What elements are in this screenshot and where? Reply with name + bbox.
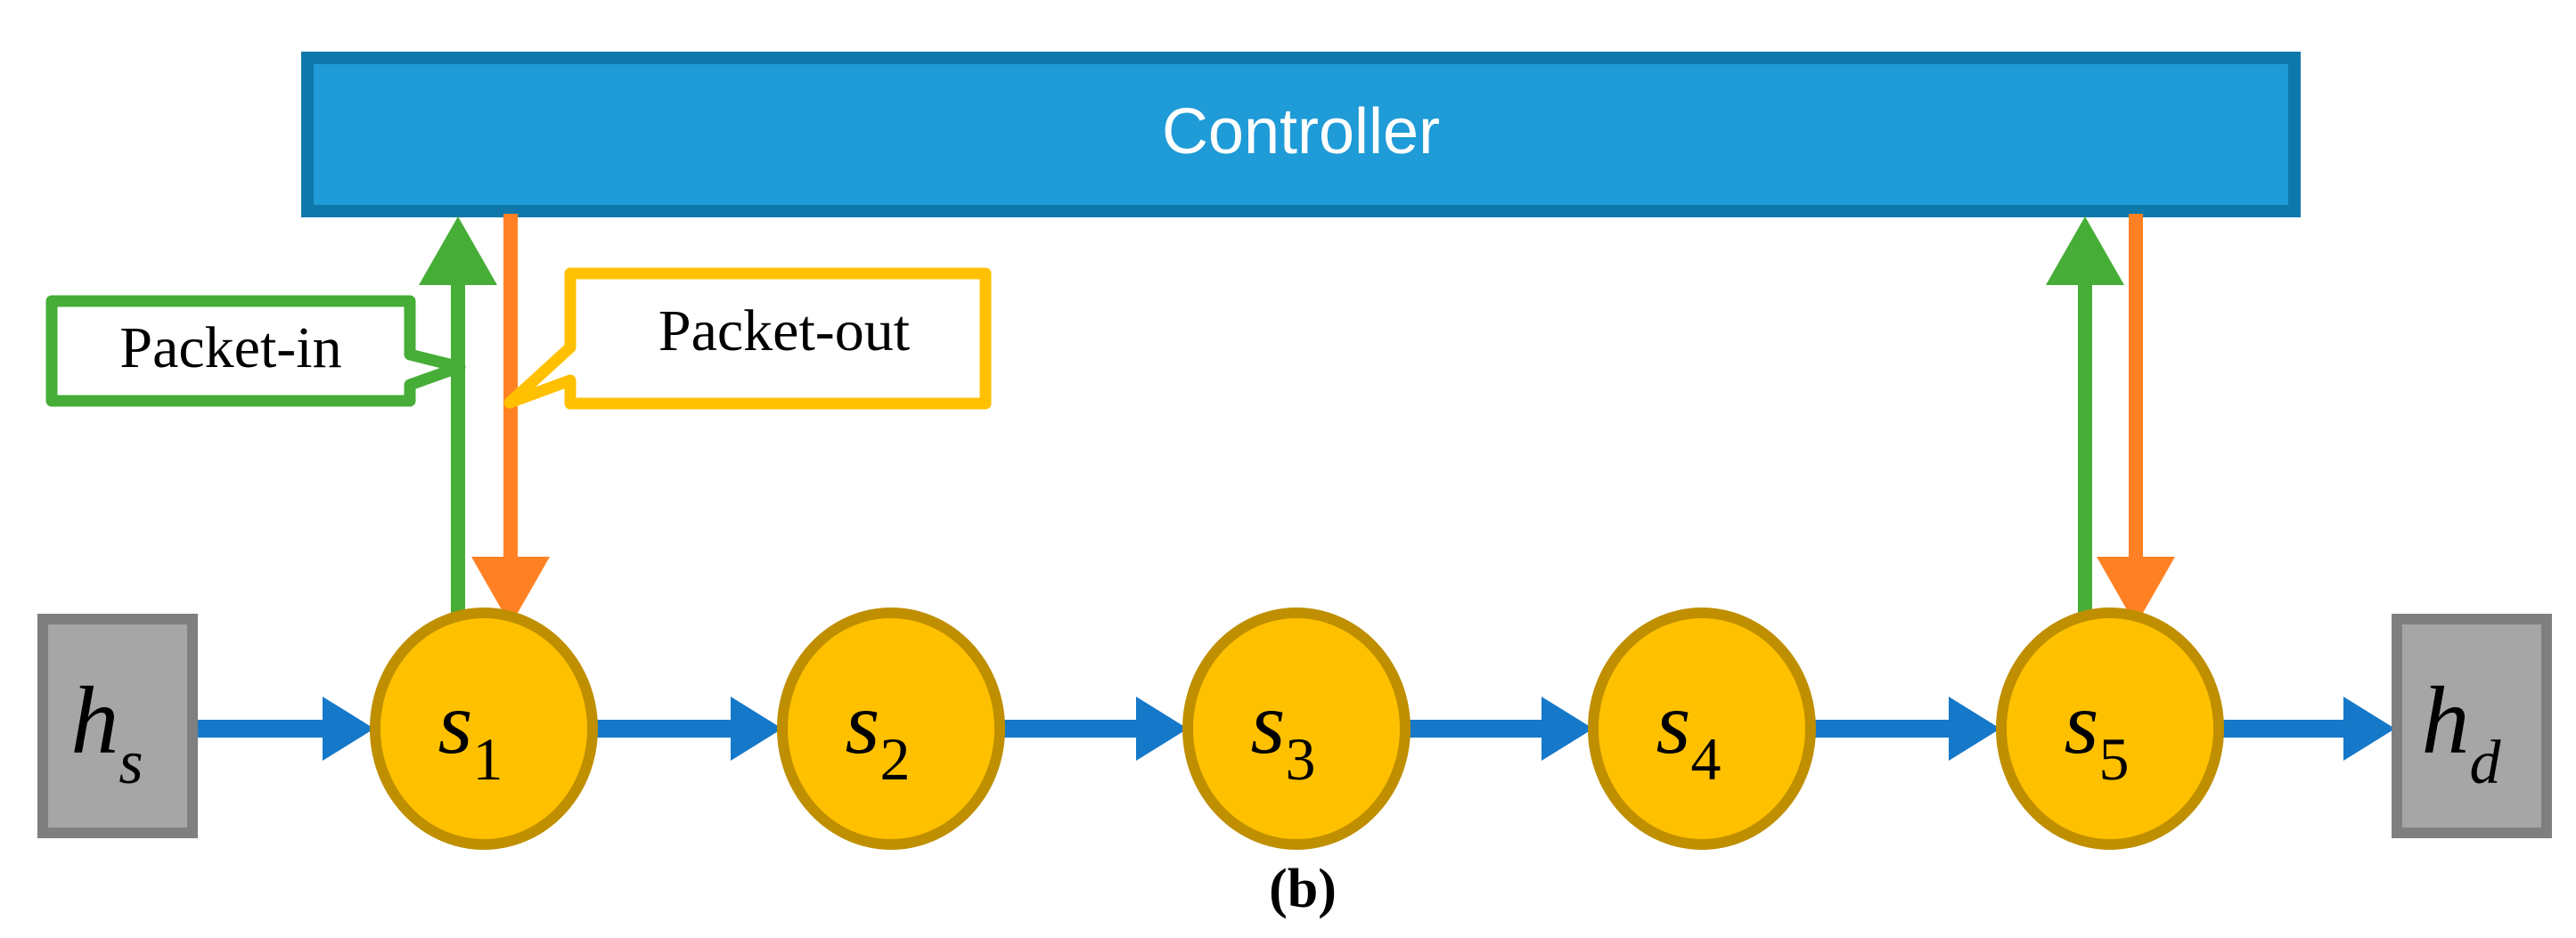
link-s4-to-s5[interactable]	[1813, 697, 2000, 761]
link-hs-to-s1-head	[323, 697, 374, 761]
switch-s5-label: s5	[2065, 673, 2130, 793]
switch-s4-shape	[1588, 608, 1816, 850]
host-dest-label-subscript: d	[2470, 729, 2502, 797]
link-s2-to-s3-head	[1136, 697, 1188, 761]
host-dest-node[interactable]: hd	[2392, 614, 2552, 838]
switch-s5-shape	[1996, 608, 2224, 850]
switch-s1-node[interactable]: s1	[370, 608, 598, 850]
switch-s2-node[interactable]: s2	[777, 608, 1005, 850]
switch-s3-shape	[1182, 608, 1411, 850]
link-s4-to-s5-head	[1949, 697, 2000, 761]
packet-in-callout[interactable]: Packet-in	[45, 295, 466, 407]
host-dest-label: hd	[2422, 668, 2502, 797]
packet-in-arrow-s5-head	[2046, 216, 2124, 285]
packet-in-callout-shape	[45, 295, 466, 407]
link-hs-to-s1[interactable]	[198, 697, 374, 761]
link-s3-to-s4[interactable]	[1408, 697, 1593, 761]
packet-out-arrow-s1-head	[471, 557, 550, 625]
switch-s2-label-base: s	[846, 673, 880, 772]
switch-s2-shape	[777, 608, 1005, 850]
link-s5-to-hd-head	[2343, 697, 2395, 761]
switch-s4-label: s4	[1656, 673, 1721, 793]
host-source-label-subscript: s	[119, 729, 143, 797]
link-s2-to-s3[interactable]	[1002, 697, 1188, 761]
packet-in-arrow-s1-head	[419, 216, 497, 285]
link-s1-to-s2[interactable]	[595, 697, 782, 761]
switch-s1-label: s1	[438, 673, 503, 793]
packet-out-callout-label: Packet-out	[658, 298, 910, 363]
host-source-label-base: h	[70, 668, 119, 774]
host-source-label: hs	[70, 668, 143, 797]
packet-in-callout-label: Packet-in	[119, 315, 341, 380]
switch-s5-label-base: s	[2065, 673, 2099, 772]
packet-in-arrow-s1[interactable]	[419, 216, 497, 624]
switch-s3-node[interactable]: s3	[1182, 608, 1411, 850]
figure-caption: (b)	[1269, 859, 1337, 919]
switch-s2-label: s2	[846, 673, 911, 793]
switch-s1-label-subscript: 1	[472, 725, 503, 793]
link-s3-to-s4-head	[1542, 697, 1593, 761]
controller-box	[301, 52, 2301, 217]
host-source-node[interactable]: hs	[37, 614, 198, 838]
switch-s4-label-base: s	[1656, 673, 1691, 772]
link-s5-to-hd[interactable]	[2220, 697, 2395, 761]
switch-s3-label: s3	[1251, 673, 1316, 793]
controller-node[interactable]: Controller	[301, 52, 2301, 217]
switch-s5-node[interactable]: s5	[1996, 608, 2224, 850]
control-plane-links	[419, 214, 2175, 625]
switch-s2-label-subscript: 2	[879, 725, 910, 793]
switch-s3-label-subscript: 3	[1285, 725, 1315, 793]
data-plane-links	[198, 697, 2395, 761]
controller-label: Controller	[1162, 96, 1440, 167]
host-source-box	[37, 614, 198, 838]
switch-s4-label-subscript: 4	[1690, 725, 1721, 793]
packet-out-arrow-s5[interactable]	[2097, 214, 2175, 625]
switch-s1-shape	[370, 608, 598, 850]
packet-in-arrow-s5[interactable]	[2046, 216, 2124, 624]
switch-s3-label-base: s	[1251, 673, 1286, 772]
packet-out-arrow-s5-head	[2097, 557, 2175, 625]
switch-s4-node[interactable]: s4	[1588, 608, 1816, 850]
host-dest-box	[2392, 614, 2552, 838]
packet-out-callout[interactable]: Packet-out	[503, 267, 992, 410]
switch-s1-label-base: s	[438, 673, 473, 772]
packet-out-callout-shape	[503, 267, 992, 410]
host-dest-label-base: h	[2422, 668, 2470, 774]
link-s1-to-s2-head	[731, 697, 782, 761]
switch-s5-label-subscript: 5	[2098, 725, 2129, 793]
